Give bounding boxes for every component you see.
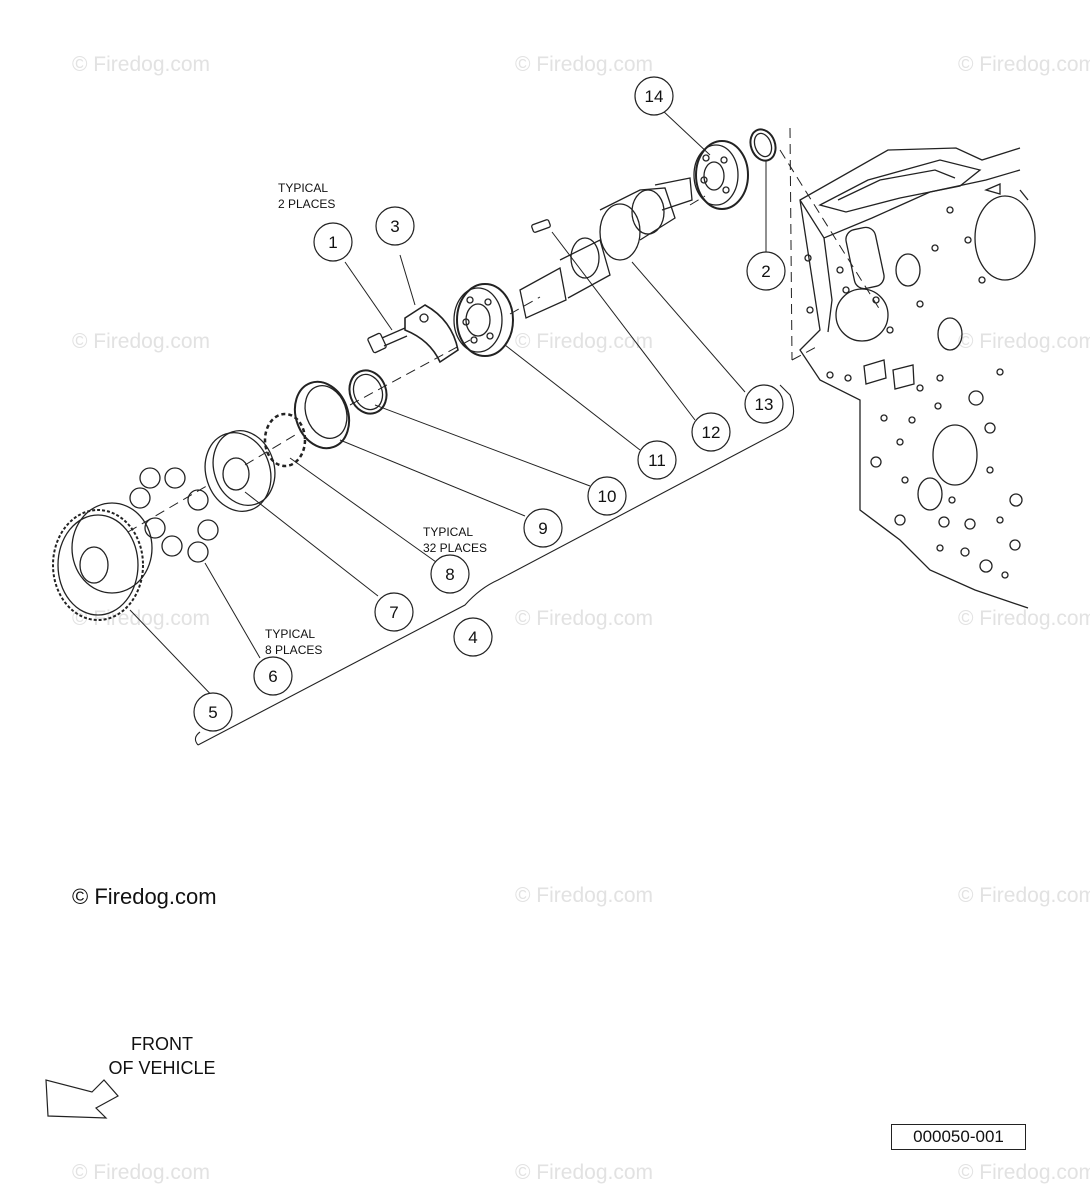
callout-10 (587, 476, 627, 516)
drawing-number: 000050-001 (891, 1124, 1026, 1150)
thrust-washer (204, 430, 276, 512)
callout-number: 4 (468, 628, 477, 647)
callout-1 (313, 222, 353, 262)
note-line: TYPICAL (423, 525, 473, 539)
callout-5 (193, 692, 233, 732)
watermark: © Firedog.com (72, 53, 211, 76)
bolt-and-plate (367, 304, 459, 364)
ball-cage (263, 412, 307, 468)
callout-number: 6 (268, 667, 277, 686)
watermark: © Firedog.com (958, 1161, 1090, 1184)
note-line: TYPICAL (265, 627, 315, 641)
watermark: © Firedog.com (515, 1161, 654, 1184)
watermark: © Firedog.com (958, 884, 1090, 907)
callout-number: 5 (208, 703, 217, 722)
callout-3 (375, 206, 415, 246)
leader-lines (129, 109, 767, 705)
front-arrow-icon (45, 1079, 119, 1119)
note-line: 32 PLACES (423, 541, 487, 555)
watermark: © Firedog.com (72, 607, 211, 630)
callout-number: 2 (761, 262, 770, 281)
front-label-line2: OF VEHICLE (108, 1058, 216, 1078)
engine-block (799, 147, 1036, 609)
callout-7 (374, 592, 414, 632)
watermark: © Firedog.com (72, 330, 211, 353)
note-line: TYPICAL (278, 181, 328, 195)
callout-number: 11 (648, 451, 666, 470)
callout-11 (637, 440, 677, 480)
watermark: © Firedog.com (958, 607, 1090, 630)
note-line: 2 PLACES (278, 197, 335, 211)
note-line: 8 PLACES (265, 643, 322, 657)
callout-9 (523, 508, 563, 548)
snap-ring (348, 369, 388, 415)
watermark: © Firedog.com (72, 1161, 211, 1184)
callout-number: 3 (390, 217, 399, 236)
centerline (127, 127, 881, 533)
bearing-race (293, 380, 351, 450)
drive-gear (52, 502, 153, 621)
watermark: © Firedog.com (515, 607, 654, 630)
callout-number: 14 (645, 87, 664, 106)
rear-snap-ring (749, 128, 777, 162)
callout-number: 8 (445, 565, 454, 584)
callout-number: 13 (755, 395, 774, 414)
callout-number: 1 (328, 233, 337, 252)
callout-13 (744, 384, 784, 424)
callout-8 (430, 554, 470, 594)
callout-2 (746, 251, 786, 291)
watermark: © Firedog.com (515, 53, 654, 76)
camshaft (519, 177, 693, 319)
watermark-primary: © Firedog.com (72, 884, 217, 909)
front-label-line1: FRONT (131, 1034, 193, 1054)
callout-number: 9 (538, 519, 547, 538)
watermark: © Firedog.com (515, 884, 654, 907)
callout-6 (253, 656, 293, 696)
callout-number: 10 (598, 487, 617, 506)
callout-14 (634, 76, 674, 116)
watermark: © Firedog.com (958, 330, 1090, 353)
callout-4 (453, 617, 493, 657)
watermark: © Firedog.com (515, 330, 654, 353)
callout-number: 12 (702, 423, 721, 442)
callout-12 (691, 412, 731, 452)
watermark: © Firedog.com (958, 53, 1090, 76)
camshaft-bearing-rear (693, 140, 749, 210)
callout-number: 7 (389, 603, 398, 622)
camshaft-bearing-front (453, 283, 514, 357)
balls (129, 467, 219, 563)
